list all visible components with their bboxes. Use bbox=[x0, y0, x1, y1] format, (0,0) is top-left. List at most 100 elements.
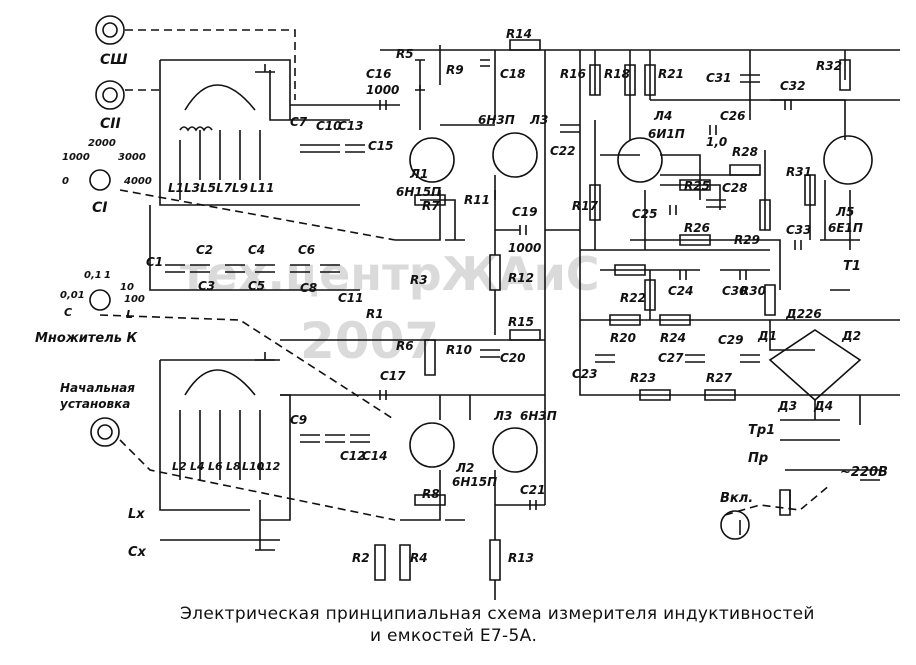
cap-c4: C4 bbox=[248, 243, 265, 257]
res-r7: R7 bbox=[422, 199, 440, 213]
cap-c29: C29 bbox=[718, 333, 744, 347]
cap-c26: C26 bbox=[720, 109, 746, 123]
cap-c22: C22 bbox=[550, 144, 576, 158]
initial-setup-line1: Начальная bbox=[60, 381, 135, 395]
res-r10: R10 bbox=[446, 343, 472, 357]
caption-line2: и емкостей Е7-5А. bbox=[370, 626, 538, 646]
coil-l4: L4 bbox=[190, 460, 205, 473]
dial-2000: 2000 bbox=[88, 138, 116, 149]
mains-label: ~220В bbox=[840, 465, 888, 480]
tube-l3b-type: 6Н3П bbox=[520, 409, 557, 423]
res-r17: R17 bbox=[572, 199, 599, 213]
res-r1: R1 bbox=[366, 307, 384, 321]
tube-l2-type: 6Н15П bbox=[452, 475, 497, 489]
coil-l11: L11 bbox=[250, 181, 274, 195]
cap-c25: C25 bbox=[632, 207, 658, 221]
cap-c6: C6 bbox=[298, 243, 315, 257]
labels: СШ СII СI 1000 2000 3000 0 4000 0,01 0,1… bbox=[35, 27, 888, 565]
res-r8: R8 bbox=[422, 487, 440, 501]
cap-c27: C27 bbox=[658, 351, 684, 365]
terminal-lx: Lx bbox=[128, 507, 145, 522]
mult-001: 0,01 bbox=[60, 290, 85, 301]
cap-c15: C15 bbox=[368, 139, 394, 153]
mult-l: L bbox=[126, 308, 133, 321]
cap-c2: C2 bbox=[196, 243, 213, 257]
res-r30: R30 bbox=[740, 284, 766, 298]
diode-labels: Д1 Д2 Д3 Д4 Д226 bbox=[757, 307, 861, 413]
dial-4000: 4000 bbox=[123, 176, 152, 187]
cap-c26-value: 1,0 bbox=[706, 135, 727, 149]
cap-c20: C20 bbox=[500, 351, 526, 365]
res-r22: R22 bbox=[620, 291, 646, 305]
diode-d2: Д2 bbox=[841, 329, 861, 343]
res-r23: R23 bbox=[630, 371, 656, 385]
figure-caption: Электрическая принципиальная схема измер… bbox=[180, 603, 900, 647]
res-r29: R29 bbox=[734, 233, 760, 247]
cap-c1: C1 bbox=[146, 255, 163, 269]
cap-c18: C18 bbox=[500, 67, 526, 81]
res-r14: R14 bbox=[506, 27, 532, 41]
cap-c11: C11 bbox=[338, 291, 364, 305]
tube-l5: Л5 bbox=[835, 205, 854, 219]
cap-c19-value: 1000 bbox=[508, 241, 541, 255]
tube-l1-type: 6Н15П bbox=[396, 185, 441, 199]
coil-l9: L9 bbox=[232, 181, 248, 195]
res-r21: R21 bbox=[658, 67, 684, 81]
fuse-label: Пр bbox=[748, 451, 768, 466]
res-r6: R6 bbox=[396, 339, 414, 353]
tube-l4: Л4 bbox=[653, 109, 672, 123]
transformer-label: Тр1 bbox=[748, 423, 775, 438]
coil-l8: L8 bbox=[226, 460, 241, 473]
tube-l3b: Л3 bbox=[493, 409, 512, 423]
diode-type: Д226 bbox=[785, 307, 822, 321]
coil-l10: L10 bbox=[242, 460, 265, 473]
cap-c13: C13 bbox=[338, 119, 364, 133]
cap-c28: C28 bbox=[722, 181, 748, 195]
multiplier-label: Множитель К bbox=[35, 331, 139, 346]
tube-l2: Л2 bbox=[455, 461, 474, 475]
res-r18: R18 bbox=[604, 67, 630, 81]
res-r12: R12 bbox=[508, 271, 534, 285]
jack-csh-label: СШ bbox=[100, 52, 128, 68]
cap-c17: C17 bbox=[380, 369, 406, 383]
cap-c30: C30 bbox=[722, 284, 748, 298]
coil-l1: L1 bbox=[168, 181, 184, 195]
resistor-labels: R1 R2 R3 R4 R5 R6 R7 R8 R9 R10 R11 R12 R… bbox=[352, 27, 842, 565]
res-r4: R4 bbox=[410, 551, 428, 565]
mult-01: 0,1 bbox=[84, 270, 102, 281]
res-r25: R25 bbox=[684, 179, 710, 193]
res-r16: R16 bbox=[560, 67, 586, 81]
cap-c19: C19 bbox=[512, 205, 538, 219]
mult-10: 10 bbox=[120, 282, 134, 293]
res-r28: R28 bbox=[732, 145, 758, 159]
cap-c31: C31 bbox=[706, 71, 732, 85]
tube-l3a-type: 6Н3П bbox=[478, 113, 515, 127]
dial-0: 0 bbox=[62, 176, 69, 187]
dial-1000: 1000 bbox=[62, 152, 90, 163]
coil-l6: L6 bbox=[208, 460, 223, 473]
cap-c8: C8 bbox=[300, 281, 317, 295]
capacitor-labels: C1 C2 C3 C4 C5 C6 C7 C8 C9 C10 C11 C12 C… bbox=[146, 67, 812, 497]
coil-l7: L7 bbox=[216, 181, 233, 195]
res-r5: R5 bbox=[396, 47, 414, 61]
coil-l3: L3 bbox=[184, 181, 200, 195]
cap-c9: C9 bbox=[290, 413, 307, 427]
cap-c21: C21 bbox=[520, 483, 546, 497]
jack-cii-label: СII bbox=[100, 116, 121, 132]
initial-setup-line2: установка bbox=[60, 397, 130, 411]
coil-l5: L5 bbox=[200, 181, 216, 195]
cap-c12: C12 bbox=[340, 449, 366, 463]
cap-c16-value: 1000 bbox=[366, 83, 399, 97]
diode-d3: Д3 bbox=[777, 399, 797, 413]
res-r9: R9 bbox=[446, 63, 464, 77]
mult-100: 100 bbox=[124, 294, 145, 305]
dial-3000: 3000 bbox=[118, 152, 146, 163]
switch-ci-label: СI bbox=[92, 200, 107, 216]
diode-d4: Д4 bbox=[813, 399, 833, 413]
res-r26: R26 bbox=[684, 221, 710, 235]
res-r13: R13 bbox=[508, 551, 534, 565]
wiring bbox=[89, 15, 900, 600]
cap-c32: C32 bbox=[780, 79, 806, 93]
cap-c3: C3 bbox=[198, 279, 215, 293]
coil-l2: L2 bbox=[172, 460, 187, 473]
